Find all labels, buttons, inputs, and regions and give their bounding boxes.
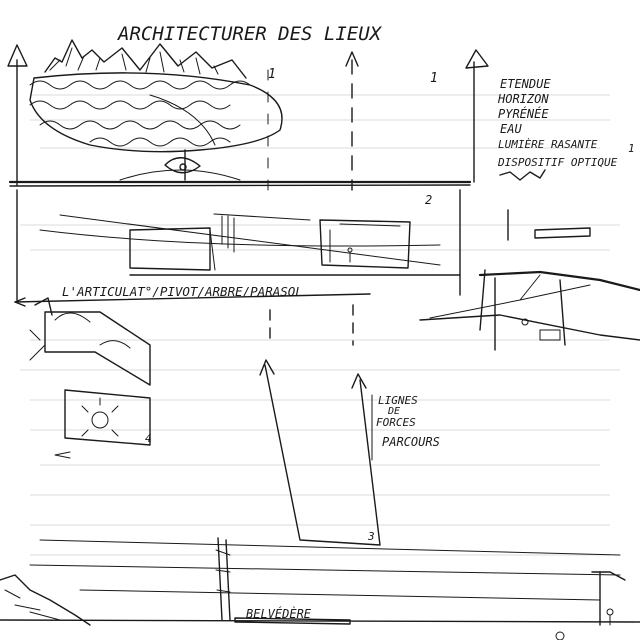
marker-2: 2 (425, 193, 432, 207)
wave-line-2 (29, 100, 231, 110)
pivot-arc (119, 169, 241, 181)
pavilion-columns (479, 269, 566, 351)
mountain-hatching (49, 47, 219, 75)
parcours-arrow-right (351, 373, 367, 389)
ground-line (0, 619, 640, 623)
cliff-left (0, 574, 91, 626)
wave-line-1 (29, 80, 251, 90)
room-details (329, 223, 401, 263)
lookout-figure-head (606, 608, 614, 616)
sight-line-2 (29, 564, 621, 576)
belvedere-label: BELVÉDÈRE (246, 606, 312, 621)
horizon-line-shadow (9, 184, 471, 187)
middle-diagonal-1 (39, 229, 441, 247)
pavilion-roof (478, 270, 640, 292)
middle-diagonal-2 (59, 214, 441, 266)
pavilion-sketch (419, 169, 640, 351)
lookout-arm (591, 571, 626, 581)
marker-5: 1 (628, 142, 635, 155)
wave-line-4 (89, 137, 231, 147)
marker-1: 1 (268, 67, 276, 82)
legend-horizon: HORIZON (497, 92, 549, 106)
legend-etendue: ETENDUE (500, 77, 551, 91)
pavilion-struts (429, 274, 591, 319)
parasol-canopy (29, 72, 283, 153)
diagram-parallelogram (44, 311, 151, 386)
sketch-title: ARCHITECTURER DES LIEUX (117, 23, 383, 45)
belvedere-platform (234, 617, 351, 625)
ramp-hatching (209, 213, 311, 271)
marker-1b: 1 (430, 71, 438, 86)
pavilion-figure (521, 318, 529, 326)
mini-slab (534, 227, 591, 239)
bleed-through-lines (20, 94, 620, 556)
legend-lumiere: LUMIÈRE RASANTE (498, 138, 598, 151)
building-section (16, 189, 461, 301)
legend: ETENDUE HORIZON PYRÉNÉE EAU LUMIÈRE RASA… (497, 77, 618, 169)
wave-line-3 (39, 120, 241, 130)
articulation-arrow-left (14, 297, 26, 307)
sight-line-1 (39, 539, 621, 556)
parcours-marker-3: 3 (367, 530, 375, 543)
small-diagrams: 4 (29, 297, 152, 459)
belvedere-column-hatch (215, 549, 231, 593)
center-axis-head (345, 51, 359, 67)
label-lignes: LIGNES (378, 394, 418, 407)
diagram-rays (81, 397, 119, 437)
diagram-sun (91, 411, 109, 429)
pivot-eye (164, 157, 201, 174)
diagram-arrow-top (34, 297, 53, 316)
legend-pyrenee: PYRÉNÉE (498, 106, 549, 121)
marker-circle (555, 631, 565, 640)
diagram-arrow-side (29, 329, 46, 361)
label-forces: FORCES (376, 416, 416, 429)
articulation-label: L'ARTICULAT°/PIVOT/ARBRE/PARASOL (62, 284, 303, 299)
legend-eau: EAU (500, 122, 522, 136)
diagram-box-2 (64, 389, 151, 446)
pavilion-bench (539, 329, 561, 341)
label-de: DE (387, 406, 400, 417)
canopy-diagonal (149, 94, 216, 146)
mountain-range (44, 39, 247, 79)
block-left (129, 227, 211, 271)
parcours-arrow-left (259, 359, 275, 376)
legend-dispositif: DISPOSITIF OPTIQUE (497, 156, 618, 169)
mini-profile (499, 169, 546, 181)
left-arrow-head (7, 44, 28, 67)
forces-diagram: 3 (259, 304, 381, 546)
parcours-path (264, 364, 381, 546)
diagram-arrow-out (54, 451, 71, 459)
belvedere-column (217, 537, 231, 621)
diagram-marker-4: 4 (145, 432, 152, 445)
cliff-hatching (4, 589, 61, 621)
label-parcours: PARCOURS (382, 435, 440, 449)
room-opening (319, 219, 411, 269)
diagram-curves (54, 312, 131, 349)
articulation-baseline (14, 293, 371, 303)
right-arrow-head (465, 49, 489, 69)
pavilion-ground (419, 314, 640, 341)
belvedere-section (0, 537, 640, 640)
sight-line-3 (79, 589, 601, 601)
landscape-panel (7, 39, 489, 191)
